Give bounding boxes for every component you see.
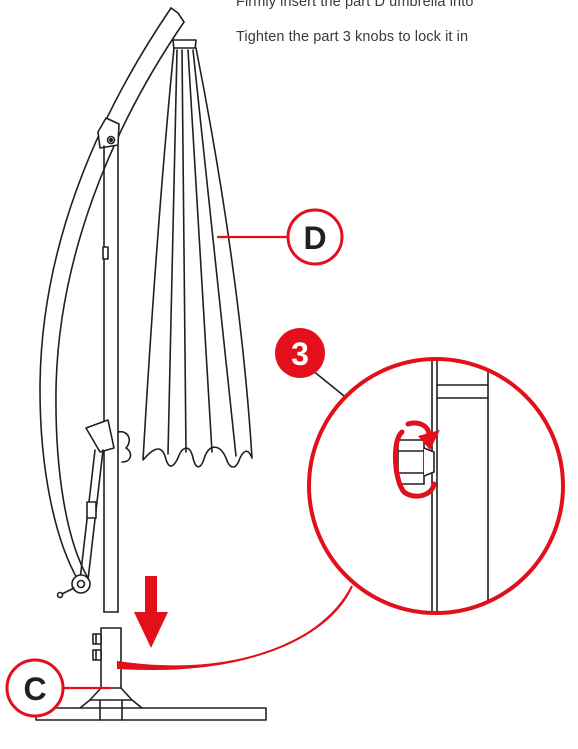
umbrella-canopy [142,39,253,468]
down-arrow-icon [134,576,168,648]
label-d-badge: D [286,208,344,266]
zoom-connector [117,585,353,670]
rotate-arrow-icon [392,420,440,499]
label-c: C [23,671,46,707]
instruction-line-1: Firmly insert the part D umbrella into [236,0,474,10]
label-d: D [303,220,326,256]
label-c-badge: C [5,658,65,718]
pivot-bracket [97,117,120,149]
vertical-pole [102,145,119,613]
label-3: 3 [291,336,309,372]
crank-mechanism [56,419,132,599]
label-3-badge: 3 [275,328,325,378]
zoom-detail [307,357,565,615]
cantilever-arm [39,7,185,581]
instruction-line-2: Tighten the part 3 knobs to lock it in [236,29,469,45]
